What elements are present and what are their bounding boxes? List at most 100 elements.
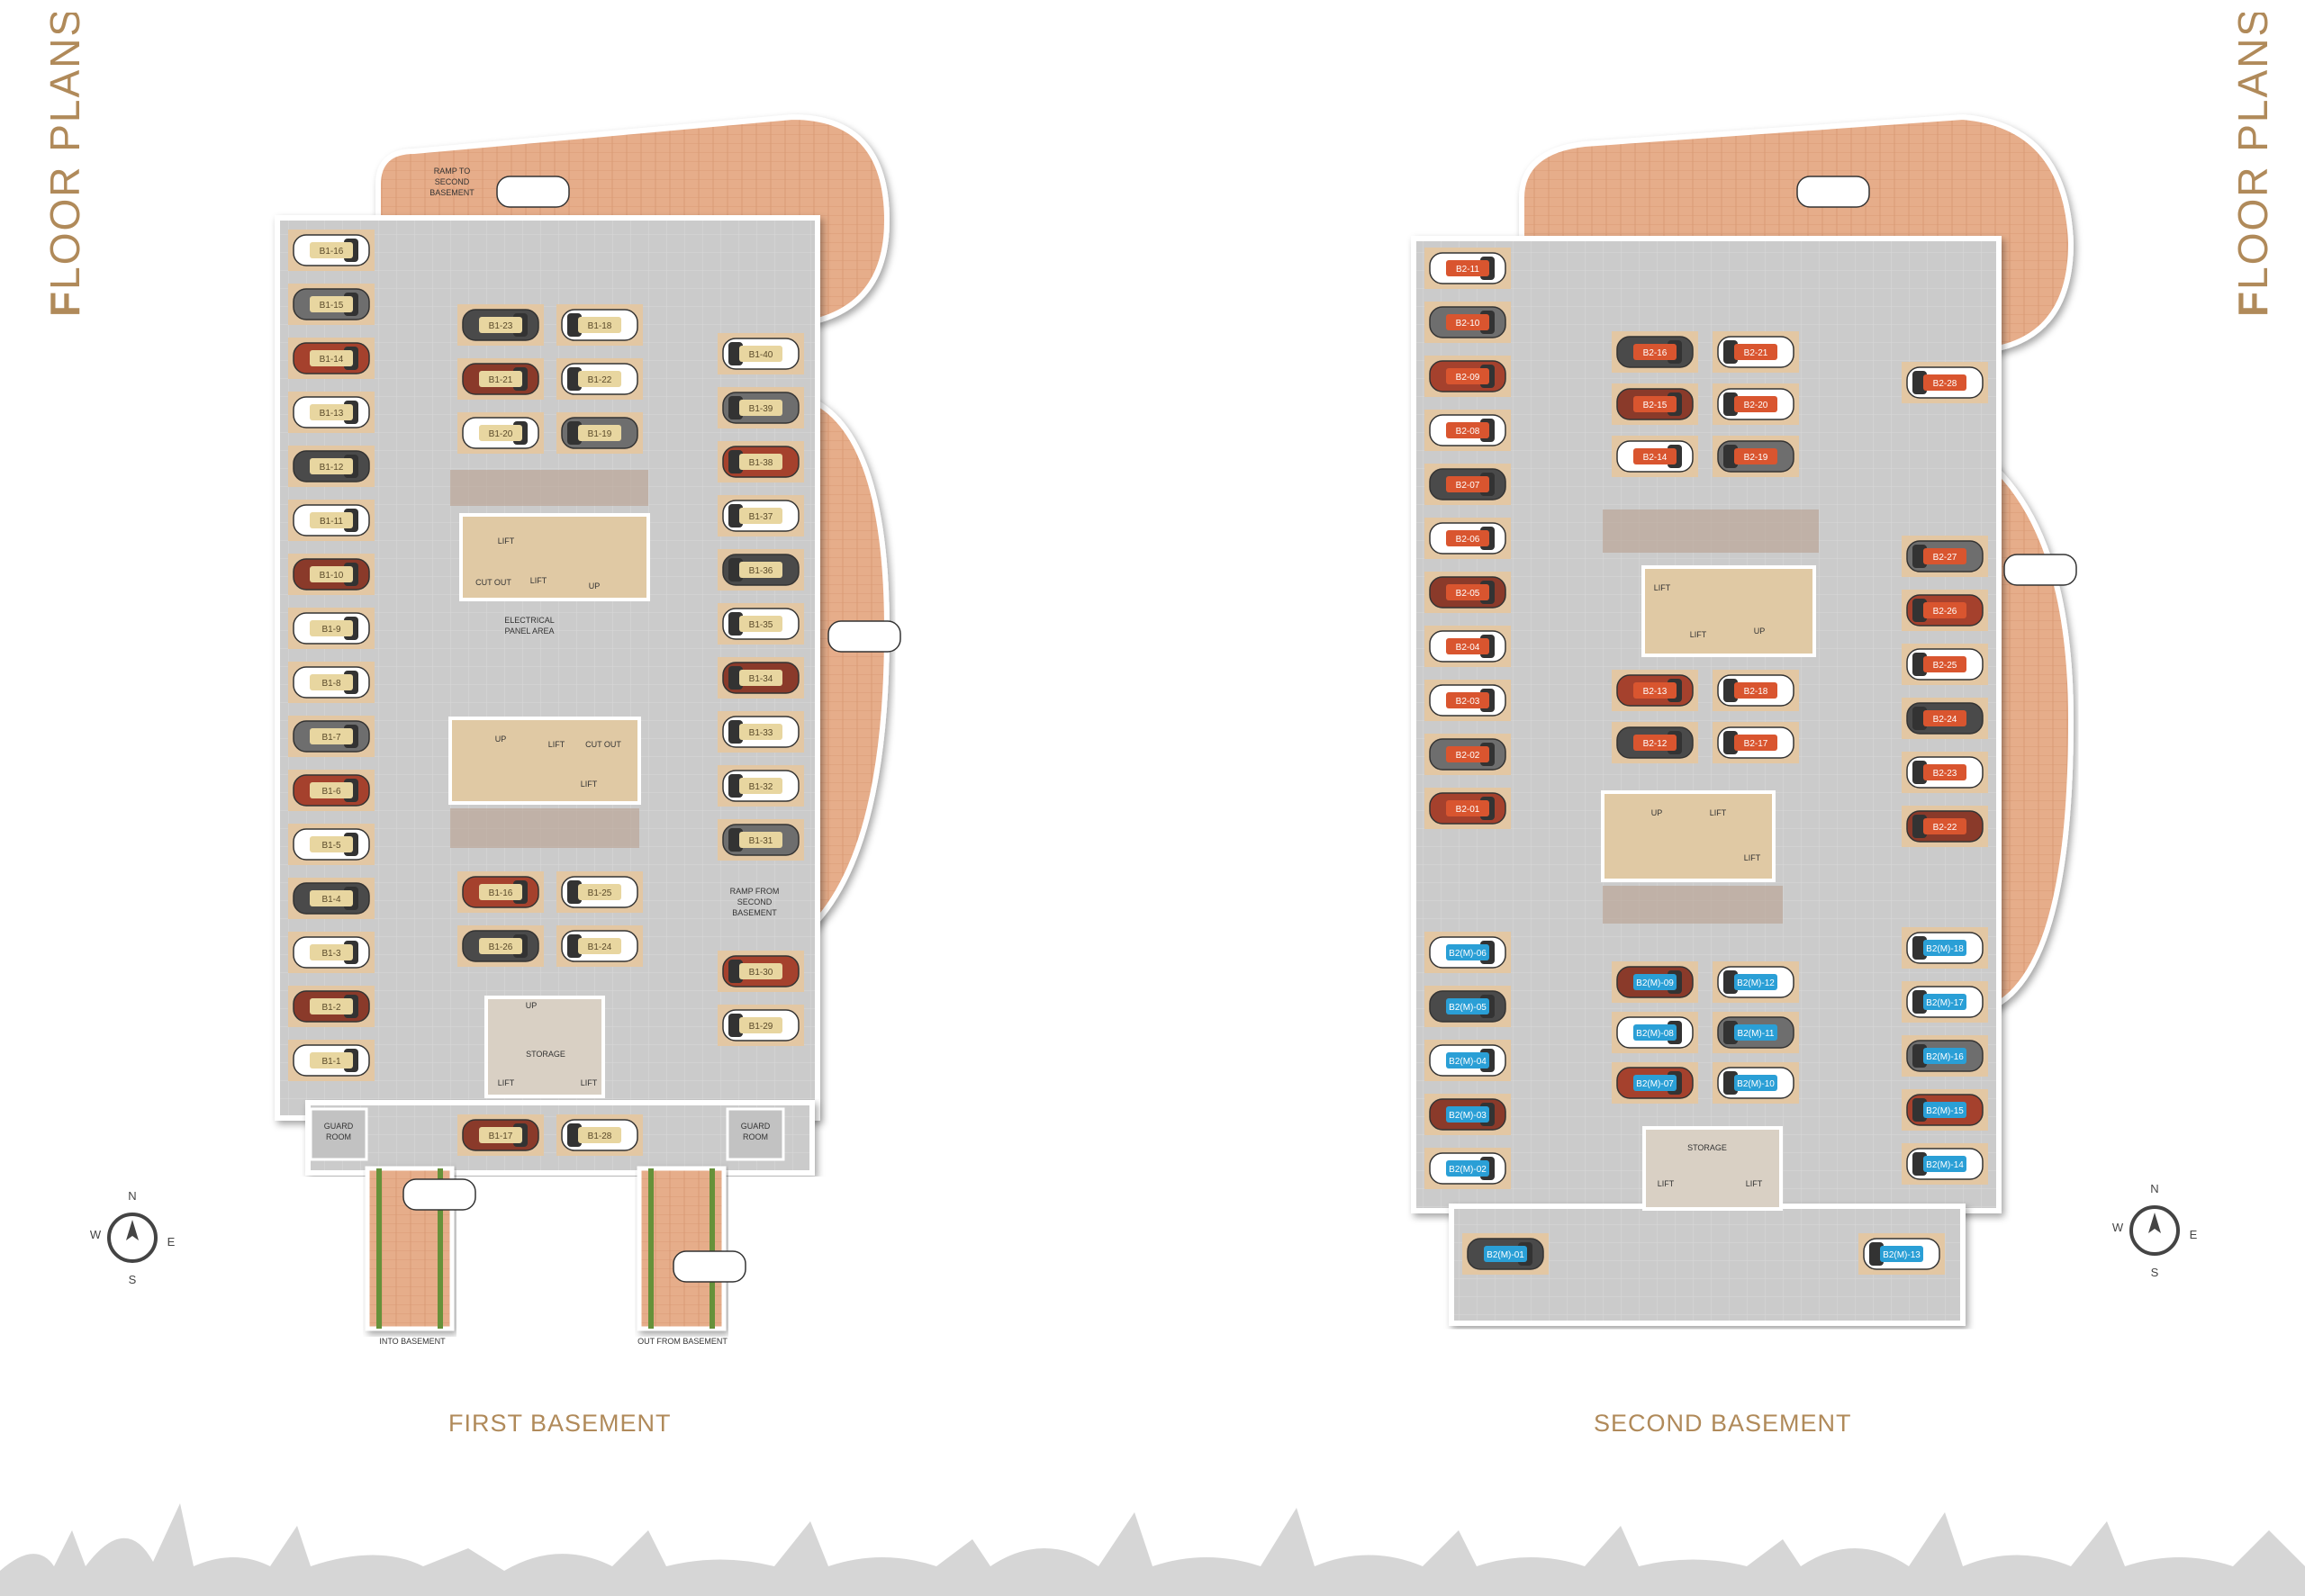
slot-label-tag — [1446, 1106, 1489, 1123]
slot-label-tag — [479, 425, 522, 441]
b2-lift-5: LIFT — [1658, 1179, 1675, 1188]
parking-slot: B2-26 — [1902, 590, 1988, 631]
slot-label: B2-01 — [1456, 805, 1480, 815]
b1-storage-core — [484, 996, 605, 1098]
parking-slot: B2-19 — [1713, 436, 1799, 477]
slot-label: B1-7 — [321, 733, 341, 743]
car-windshield — [567, 1123, 582, 1147]
b1-guard-room-right — [726, 1107, 785, 1161]
slot-label: B2(M)-13 — [1883, 1250, 1921, 1260]
slot-label-tag — [479, 884, 522, 900]
slot-label-tag — [1633, 682, 1677, 699]
parking-slot: B2-14 — [1612, 436, 1698, 477]
slot-label-tag — [739, 724, 782, 740]
slot-label: B2-13 — [1643, 687, 1668, 697]
parking-slot: B1-2 — [288, 986, 375, 1027]
parking-slot: B1-40 — [718, 333, 804, 374]
b1-lift-3: LIFT — [548, 740, 565, 749]
slot-label-tag — [310, 890, 353, 906]
side-title-right-text: FLOOR PLANS — [2229, 13, 2276, 317]
slot-label-tag — [1923, 656, 1966, 672]
slot-label: B2-19 — [1744, 453, 1768, 463]
parking-slot: B1-21 — [457, 358, 544, 400]
slot-label: B2-05 — [1456, 589, 1480, 599]
car-windshield — [1912, 815, 1927, 838]
parking-slot: B2(M)-07 — [1612, 1062, 1698, 1104]
slot-label: B2-27 — [1933, 553, 1957, 563]
parking-slot: B2-16 — [1612, 331, 1698, 373]
car-windshield — [1723, 392, 1738, 416]
compass-left: N S W E — [83, 1186, 182, 1286]
slot-label-tag — [310, 782, 353, 798]
parking-slot: B2-22 — [1902, 806, 1988, 847]
car-windshield — [728, 774, 743, 798]
slot-label-tag — [1923, 374, 1966, 391]
slot-label-tag — [1633, 974, 1677, 990]
slot-label: B1-11 — [320, 517, 343, 527]
parking-slots: B1-16B1-15B1-14B1-13B1-12B1-11B1-10B1-9B… — [288, 176, 2077, 1283]
parking-slot: B2-13 — [1612, 670, 1698, 711]
b1-guard-right-1: GUARD — [741, 1122, 771, 1131]
parking-slot: B1-14 — [288, 338, 375, 379]
slot-label-tag — [578, 884, 621, 900]
car-windshield — [567, 313, 582, 337]
car-windshield — [1912, 936, 1927, 960]
parking-slot: B1-35 — [718, 603, 804, 645]
slot-label-tag — [1734, 1024, 1777, 1041]
car-windshield — [1723, 445, 1738, 468]
first-basement-caption: FIRST BASEMENT — [448, 1410, 672, 1437]
car-windshield — [1912, 371, 1927, 394]
slot-label-tag — [310, 566, 353, 582]
slot-label-tag — [1446, 1160, 1489, 1177]
slot-label: B2-07 — [1456, 481, 1480, 491]
slot-label-tag — [1923, 1156, 1966, 1172]
slot-label: B2-03 — [1456, 697, 1480, 707]
b1-cutout-2: CUT OUT — [585, 740, 621, 749]
car-windshield — [1912, 599, 1927, 622]
slot-label: B2(M)-02 — [1449, 1165, 1487, 1175]
b1-guard-left-2: ROOM — [326, 1132, 351, 1141]
b1-annotations: RAMP TO SECOND BASEMENT RAMP FROM SECOND… — [324, 167, 780, 1346]
slot-label-tag — [578, 425, 621, 441]
slot-label: B1-39 — [749, 404, 773, 414]
car-windshield — [1723, 1071, 1738, 1095]
slot-label-tag — [1633, 396, 1677, 412]
parking-slot: B2-07 — [1424, 464, 1511, 505]
slot-label-tag — [739, 346, 782, 362]
parking-slot: B1-6 — [288, 770, 375, 811]
slot-label-tag — [1880, 1246, 1923, 1262]
parking-slot: B1-23 — [457, 304, 544, 346]
slot-label: B1-22 — [588, 375, 612, 385]
b1-guard-right-2: ROOM — [743, 1132, 768, 1141]
slot-label: B2(M)-18 — [1926, 944, 1964, 954]
slot-label-tag — [739, 454, 782, 470]
slot-label-tag — [1734, 1075, 1777, 1091]
slot-label-tag — [479, 938, 522, 954]
car-windshield — [728, 504, 743, 527]
car-windshield — [728, 960, 743, 983]
car-windshield — [567, 934, 582, 958]
slot-label: B1-5 — [321, 841, 341, 851]
second-basement-caption: SECOND BASEMENT — [1594, 1410, 1852, 1437]
car-windshield — [728, 666, 743, 690]
slot-label: B1-10 — [320, 571, 344, 581]
slot-label: B1-1 — [321, 1057, 341, 1067]
slot-label: B1-13 — [320, 409, 344, 419]
slot-label: B1-14 — [320, 355, 344, 365]
parking-slot: B1-19 — [556, 412, 643, 454]
slot-label: B1-25 — [588, 888, 612, 898]
car-windshield — [1723, 1021, 1738, 1044]
slot-label-tag — [1446, 368, 1489, 384]
slot-label-tag — [310, 296, 353, 312]
slot-label-tag — [1484, 1246, 1527, 1262]
parking-slot: B2(M)-05 — [1424, 986, 1511, 1027]
compass-left-w: W — [90, 1228, 102, 1241]
parking-slot: B2(M)-18 — [1902, 927, 1988, 969]
slot-label: B2(M)-16 — [1926, 1052, 1964, 1062]
slot-label: B2(M)-03 — [1449, 1111, 1487, 1121]
slot-label-tag — [1446, 638, 1489, 654]
slot-label-tag — [310, 350, 353, 366]
car-windshield — [1912, 707, 1927, 730]
slot-label: B1-20 — [489, 429, 513, 439]
b1-guard-room-left — [309, 1107, 368, 1161]
